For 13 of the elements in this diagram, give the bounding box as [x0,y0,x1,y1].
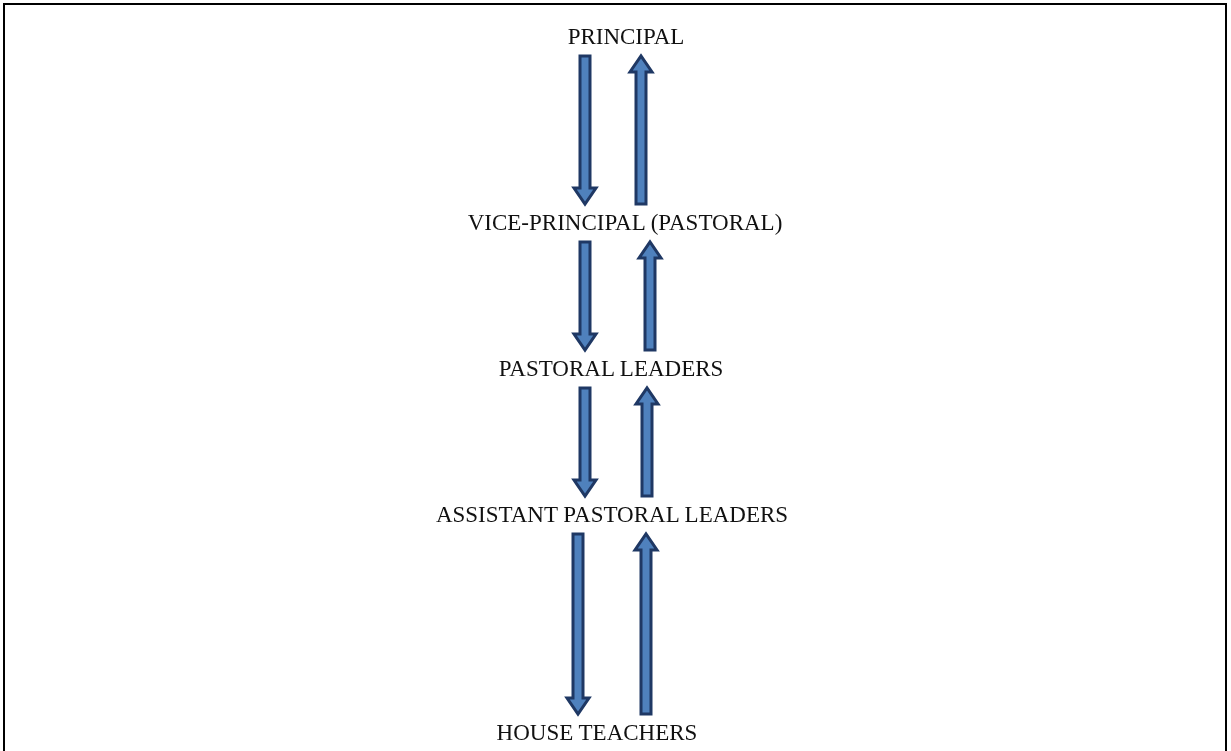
block-arrow [564,532,592,717]
block-arrow [571,386,599,499]
block-arrow [636,239,664,352]
role-label: ASSISTANT PASTORAL LEADERS [429,498,795,532]
block-arrow [571,240,599,353]
role-label: VICE-PRINCIPAL (PASTORAL) [461,206,789,240]
block-arrow [571,54,599,207]
role-label: PASTORAL LEADERS [492,352,730,386]
block-arrow [627,53,655,206]
block-arrow [632,531,660,716]
block-arrow [633,385,661,498]
role-label: HOUSE TEACHERS [490,716,704,750]
role-label: PRINCIPAL [561,20,691,54]
